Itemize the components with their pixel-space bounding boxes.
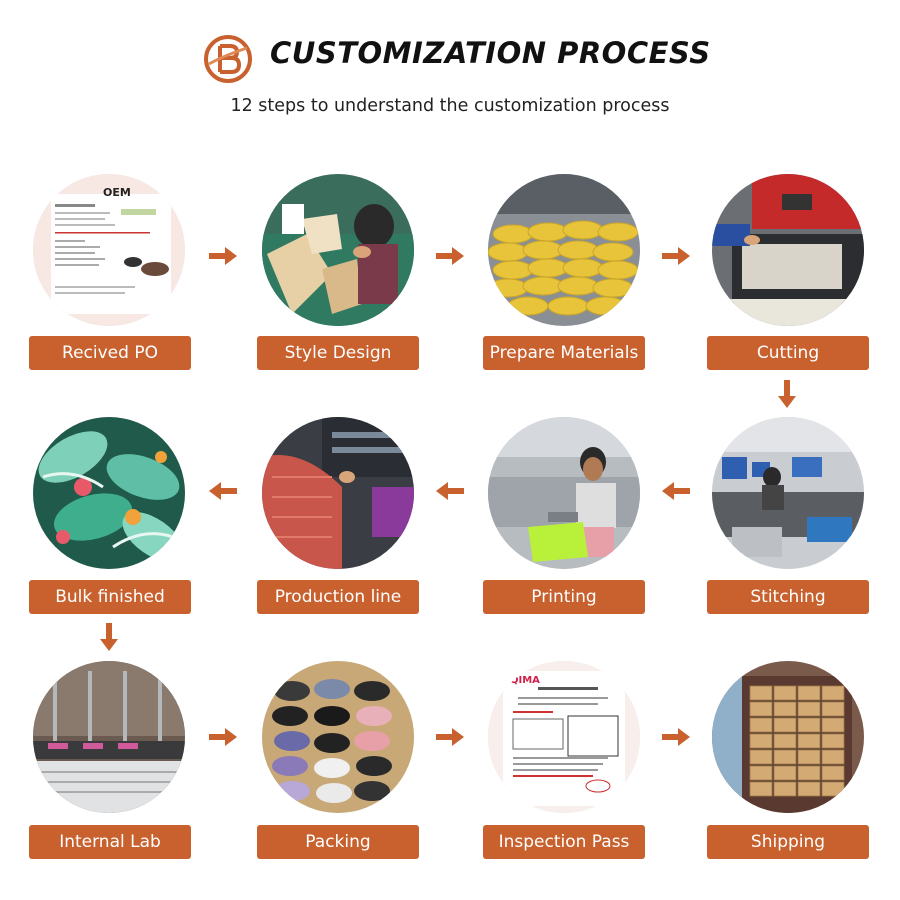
step-5-label: Stitching [707,580,869,614]
step-7-photo [262,417,414,569]
arrow-left-icon [209,482,237,500]
arrow-left-icon [662,482,690,500]
step-1-label: Recived PO [29,336,191,370]
arrow-right-icon [209,247,237,265]
step-4-photo [712,174,864,326]
step-6-label: Printing [483,580,645,614]
step-3-photo [488,174,640,326]
step-8-photo [33,417,185,569]
po-oem-text: OEM [103,186,131,199]
step-4-label: Cutting [707,336,869,370]
page-subtitle: 12 steps to understand the customization… [230,96,670,116]
step-9-photo [33,661,185,813]
arrow-left-icon [436,482,464,500]
step-6-photo [488,417,640,569]
step-3-label: Prepare Materials [483,336,645,370]
step-12-photo [712,661,864,813]
step-7-label: Production line [257,580,419,614]
step-5-photo [712,417,864,569]
qima-logo-text: QIMA [510,675,540,686]
arrow-down-icon [100,623,118,651]
step-2-label: Style Design [257,336,419,370]
step-10-photo [262,661,414,813]
step-1-photo: OEM [33,174,185,326]
step-10-label: Packing [257,825,419,859]
arrow-right-icon [436,247,464,265]
step-11-photo: QIMA [488,661,640,813]
arrow-right-icon [662,728,690,746]
header: CUSTOMIZATION PROCESS 12 steps to unders… [0,0,900,140]
step-2-photo [262,174,414,326]
arrow-right-icon [209,728,237,746]
arrow-down-icon [778,380,796,408]
step-9-label: Internal Lab [29,825,191,859]
arrow-right-icon [662,247,690,265]
step-12-label: Shipping [707,825,869,859]
step-11-label: Inspection Pass [483,825,645,859]
brand-logo-icon [204,35,252,83]
page-title: CUSTOMIZATION PROCESS [270,36,711,70]
arrow-right-icon [436,728,464,746]
step-8-label: Bulk finished [29,580,191,614]
